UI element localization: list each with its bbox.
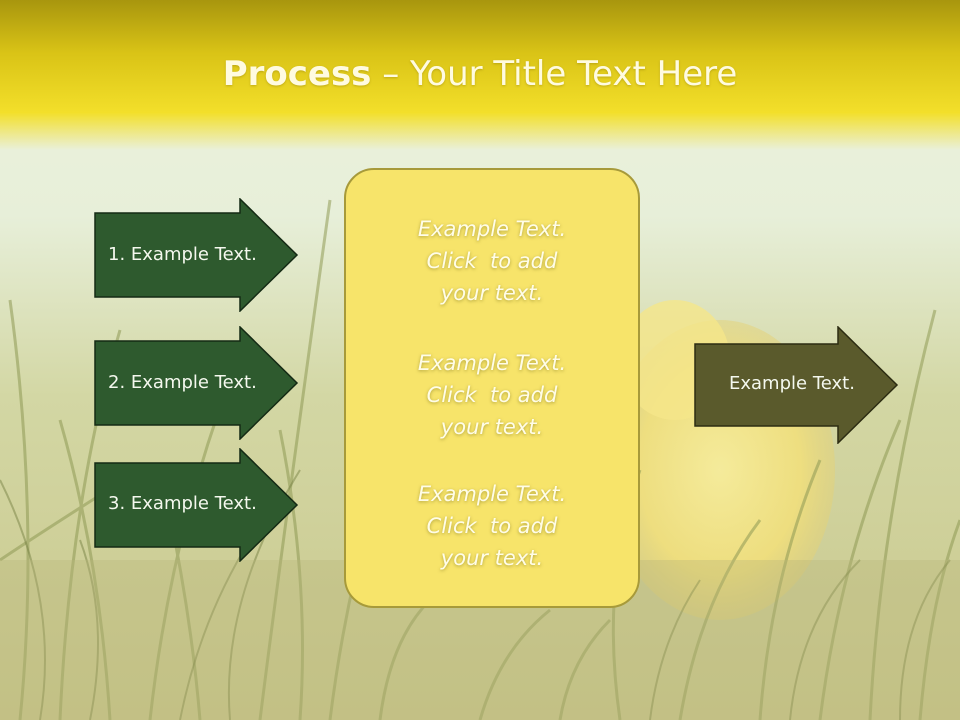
center-block-1: Example Text. Click to add your text. (344, 213, 640, 309)
step-arrow-1 (94, 198, 299, 312)
step-arrow-2 (94, 326, 299, 440)
step-label-2: 2. Example Text. (108, 372, 257, 393)
result-label: Example Text. (729, 373, 855, 394)
title-bold: Process (222, 54, 372, 94)
center-text-box (344, 168, 640, 608)
center-block-1-line1: Example Text. (417, 217, 567, 241)
title-bar (0, 0, 960, 150)
center-block-2-line3: your text. (440, 415, 544, 439)
step-label-1: 1. Example Text. (108, 244, 257, 265)
center-block-3-line2: Click to add (426, 514, 558, 538)
center-block-2: Example Text. Click to add your text. (344, 347, 640, 443)
step-label-3: 3. Example Text. (108, 493, 257, 514)
center-block-3: Example Text. Click to add your text. (344, 478, 640, 574)
slide-title: Process – Your Title Text Here (0, 52, 960, 96)
center-block-2-line1: Example Text. (417, 351, 567, 375)
center-block-3-line3: your text. (440, 546, 544, 570)
center-block-3-line1: Example Text. (417, 482, 567, 506)
center-block-2-line2: Click to add (426, 383, 558, 407)
center-block-1-line3: your text. (440, 281, 544, 305)
step-arrow-3 (94, 448, 299, 562)
title-rest: – Your Title Text Here (371, 54, 738, 94)
result-arrow (694, 326, 899, 444)
center-block-1-line2: Click to add (426, 249, 558, 273)
